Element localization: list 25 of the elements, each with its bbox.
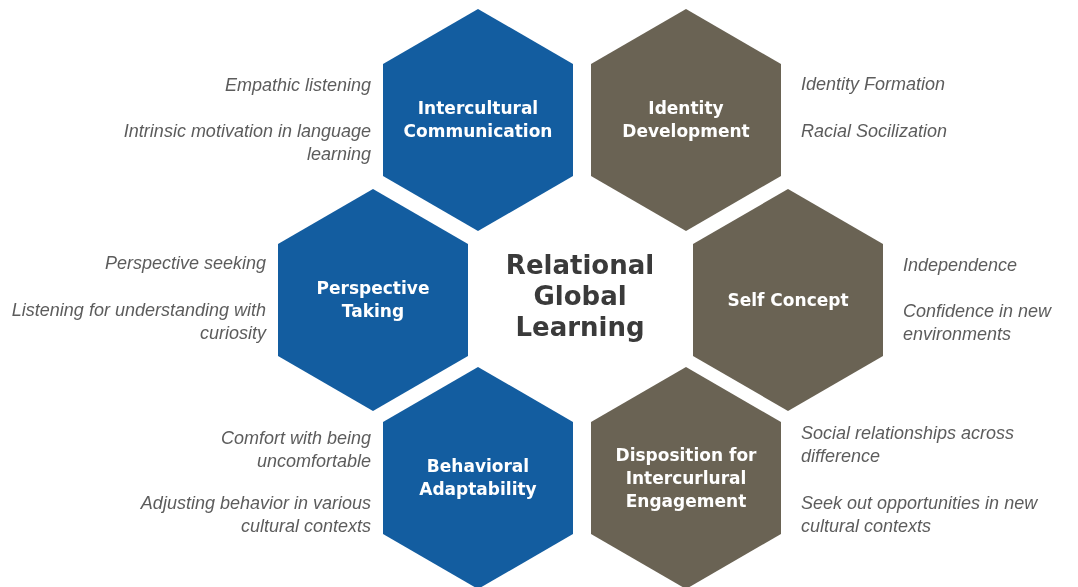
diagram-title: Relational Global Learning <box>504 250 656 343</box>
hexagon <box>591 9 781 231</box>
hexagon <box>278 189 468 411</box>
annotation-text: Intrinsic motivation in language learning <box>122 120 371 166</box>
annotation-text: Racial Socilization <box>801 120 949 143</box>
hexagon-label: Identity Development <box>621 97 751 143</box>
hexagon <box>591 367 781 587</box>
annotation-text: Independence <box>903 254 1019 277</box>
hexagon-label: Perspective Taking <box>315 277 431 323</box>
hexagon <box>693 189 883 411</box>
hexagon <box>383 9 573 231</box>
annotation-text: Comfort with being uncomfortable <box>219 427 371 473</box>
hexagon <box>383 367 573 587</box>
annotation-text: Empathic listening <box>223 74 371 97</box>
annotation-text: Listening for understanding with curiosity <box>10 299 266 345</box>
hexagon-label: Behavioral Adaptability <box>418 455 538 501</box>
annotation-text: Social relationships across difference <box>801 422 1016 468</box>
annotation-text: Confidence in new environments <box>903 300 1053 346</box>
hexagon-label: Intercultural Communication <box>403 97 553 143</box>
annotation-text: Seek out opportunities in new cultural contexts <box>801 492 1039 538</box>
annotation-text: Perspective seeking <box>103 252 266 275</box>
hexagon-label: Self Concept <box>726 288 850 312</box>
annotation-text: Identity Formation <box>801 73 947 96</box>
annotation-text: Adjusting behavior in various cultural contexts <box>139 492 371 538</box>
hexagon-label: Disposition for Intercurlural Engagement <box>614 443 758 513</box>
